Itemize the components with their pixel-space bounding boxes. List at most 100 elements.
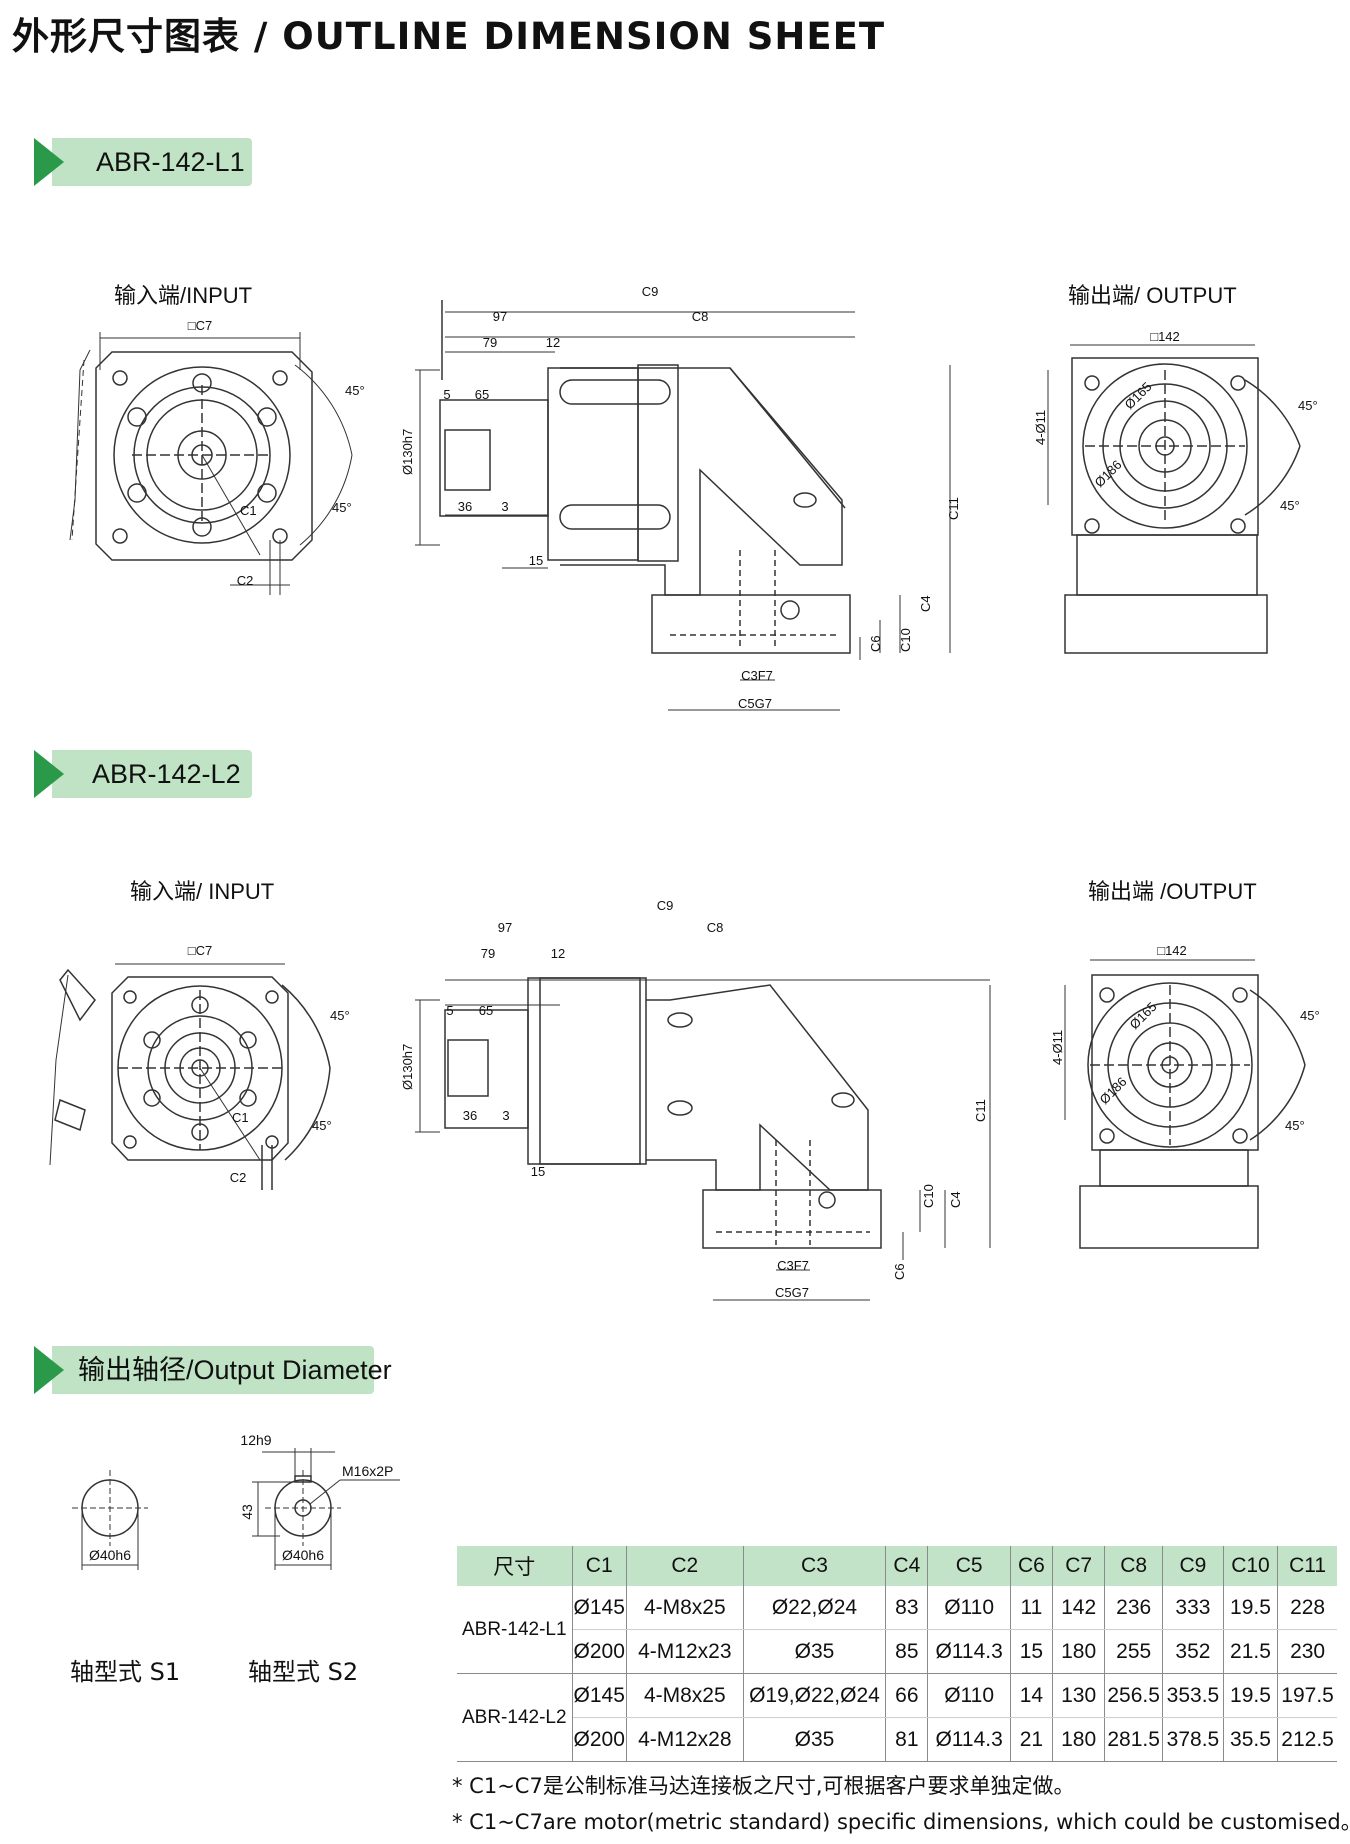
table-row: Ø200 4-M12x28 Ø35 81 Ø114.3 21 180 281.5…	[457, 1717, 1337, 1762]
l1-drawings: □C7 C2 C1 45° 45° C9 97 C8 79 12 5 65 36…	[69, 284, 1318, 711]
section-header-l2: ABR-142-L2	[34, 750, 252, 798]
dim-angle: 45°	[1285, 1118, 1305, 1133]
table-cell: 19.5	[1223, 1586, 1279, 1630]
col-header: C1	[572, 1546, 627, 1586]
dim-36: 36	[463, 1108, 477, 1123]
table-row: Ø200 4-M12x23 Ø35 85 Ø114.3 15 180 255 3…	[457, 1629, 1337, 1674]
table-row: ABR-142-L1 Ø145 4-M8x25 Ø22,Ø24 83 Ø110 …	[457, 1586, 1337, 1674]
table-cell: Ø200	[572, 1717, 627, 1762]
table-cell: 4-M12x28	[626, 1717, 744, 1762]
table-cell: Ø35	[743, 1717, 887, 1762]
l1-output-view	[1047, 344, 1301, 654]
section-header-l1: ABR-142-L1	[34, 138, 252, 186]
arrow-right-icon	[34, 1346, 64, 1394]
table-cell: 85	[885, 1629, 929, 1674]
table-cell: 81	[885, 1717, 929, 1762]
dim-3: 3	[501, 499, 508, 514]
l2-input-view	[49, 963, 331, 1190]
col-header: C8	[1104, 1546, 1164, 1586]
table-cell: 180	[1052, 1717, 1106, 1762]
dim-130: Ø130h7	[400, 1044, 415, 1090]
table-cell: 352	[1162, 1629, 1224, 1674]
dim-c4: C4	[948, 1191, 963, 1208]
table-cell: 66	[885, 1673, 929, 1718]
shaft-s2-label: 轴型式 S2	[248, 1658, 359, 1686]
dim-5: 5	[446, 1003, 453, 1018]
table-cell: Ø19,Ø22,Ø24	[743, 1673, 887, 1718]
dim-65: 65	[479, 1003, 493, 1018]
dim-c7: □C7	[188, 318, 212, 333]
section-label: ABR-142-L2	[92, 759, 241, 789]
col-header: C2	[626, 1546, 744, 1586]
table-cell: 21	[1010, 1717, 1054, 1762]
dim-c10: C10	[898, 628, 913, 652]
dim-12: 12	[551, 946, 565, 961]
dim-97: 97	[493, 309, 507, 324]
table-cell: 142	[1052, 1586, 1106, 1630]
dim-angle: 45°	[330, 1008, 350, 1023]
col-header: C3	[743, 1546, 887, 1586]
section-label: ABR-142-L1	[96, 147, 245, 177]
table-cell: Ø145	[572, 1673, 627, 1718]
shaft-s1-label: 轴型式 S1	[70, 1658, 181, 1686]
col-header: C6	[1010, 1546, 1054, 1586]
table-cell: 15	[1010, 1629, 1054, 1674]
col-header: 尺寸	[457, 1546, 573, 1586]
table-cell: 14	[1010, 1673, 1054, 1718]
note-chinese: * C1~C7是公制标准马达连接板之尺寸,可根据客户要求单独定做。	[452, 1774, 1075, 1798]
col-header: C9	[1162, 1546, 1224, 1586]
dim-130: Ø130h7	[400, 429, 415, 475]
note-english: * C1~C7are motor(metric standard) specif…	[452, 1810, 1350, 1834]
l2-drawings: □C7 C2 C1 45° 45° C9 97 C8 79 12 5 65 36…	[49, 898, 1320, 1301]
dim-hole: 4-Ø11	[1050, 1030, 1065, 1065]
shaft-s1-diameter: Ø40h6	[89, 1547, 131, 1563]
dim-5: 5	[443, 387, 450, 402]
dim-97: 97	[498, 920, 512, 935]
dim-c2: C2	[237, 573, 254, 588]
shaft-s2	[252, 1448, 400, 1570]
table-cell: 230	[1277, 1629, 1337, 1674]
dim-angle: 45°	[1280, 498, 1300, 513]
dim-angle: 45°	[332, 500, 352, 515]
table-cell: 256.5	[1104, 1673, 1164, 1718]
table-cell: Ø110	[927, 1586, 1011, 1630]
dim-c6: C6	[868, 635, 883, 652]
shaft-s1	[72, 1470, 148, 1570]
table-cell: Ø114.3	[927, 1717, 1011, 1762]
table-cell: 180	[1052, 1629, 1106, 1674]
dim-c4: C4	[918, 595, 933, 612]
table-cell: 130	[1052, 1673, 1106, 1718]
table-cell: 21.5	[1223, 1629, 1279, 1674]
table-cell: 4-M8x25	[626, 1586, 744, 1630]
dim-c9: C9	[642, 284, 659, 299]
table-cell: 236	[1104, 1586, 1164, 1630]
dim-c11: C11	[946, 497, 961, 520]
table-cell: 255	[1104, 1629, 1164, 1674]
dim-186: Ø186	[1097, 1074, 1130, 1107]
dim-79: 79	[483, 335, 497, 350]
dim-angle: 45°	[345, 383, 365, 398]
dim-angle: 45°	[1298, 398, 1318, 413]
section-label: 输出轴径/Output Diameter	[78, 1355, 392, 1385]
dim-angle: 45°	[1300, 1008, 1320, 1023]
dim-c3: C3F7	[741, 668, 773, 683]
model-cell: ABR-142-L1	[457, 1586, 573, 1674]
dim-sq142: □142	[1150, 329, 1180, 344]
col-header: C7	[1052, 1546, 1106, 1586]
dim-c5: C5G7	[738, 696, 772, 711]
page-title: 外形尺寸图表 / OUTLINE DIMENSION SHEET	[12, 15, 886, 58]
arrow-right-icon	[34, 750, 64, 798]
model-cell: ABR-142-L2	[457, 1673, 573, 1762]
table-cell: Ø114.3	[927, 1629, 1011, 1674]
table-cell: Ø145	[572, 1586, 627, 1630]
table-cell: Ø110	[927, 1673, 1011, 1718]
table-cell: 197.5	[1277, 1673, 1337, 1718]
spec-table: 尺寸 C1 C2 C3 C4 C5 C6 C7 C8 C9 C10 C11 AB…	[457, 1546, 1337, 1762]
table-cell: 333	[1162, 1586, 1224, 1630]
dim-angle: 45°	[312, 1118, 332, 1133]
dim-c7: □C7	[188, 943, 212, 958]
l2-side-view	[415, 977, 991, 1301]
dim-165: Ø165	[1127, 999, 1160, 1032]
dim-c2: C2	[230, 1170, 247, 1185]
col-header: C5	[927, 1546, 1011, 1586]
